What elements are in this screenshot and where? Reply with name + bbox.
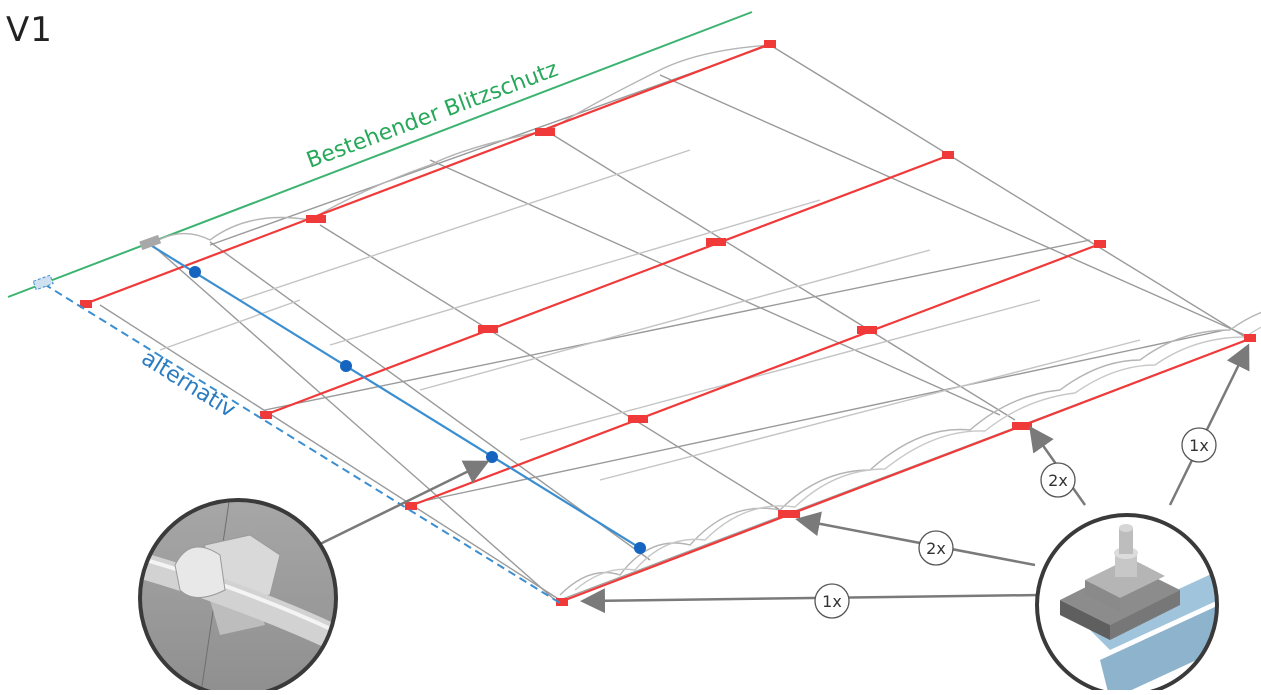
existing-lightning-label: Bestehender Blitzschutz xyxy=(303,57,561,174)
blue-conductor xyxy=(151,245,641,549)
callout-2x-right: 2x xyxy=(1040,462,1076,498)
mounting-frame xyxy=(99,44,1261,601)
callout-text: 2x xyxy=(926,539,946,558)
conductor-clip-detail xyxy=(138,498,338,695)
callout-2x-middle: 2x xyxy=(918,530,954,566)
callout-1x-right: 1x xyxy=(1181,427,1217,463)
existing-connection-box xyxy=(139,234,162,251)
callout-text: 1x xyxy=(1189,436,1209,455)
alternative-connection-box xyxy=(32,274,54,291)
callout-text: 2x xyxy=(1048,471,1068,490)
red-conductors xyxy=(81,42,1253,604)
existing-lightning-line xyxy=(7,11,753,298)
clamp-markers xyxy=(80,40,1256,606)
callout-text: 1x xyxy=(822,592,842,611)
alternative-dashed-line xyxy=(43,283,561,604)
callout-1x-bottom: 1x xyxy=(814,583,850,619)
connection-clamp-detail xyxy=(1035,513,1219,695)
diagram-title: V1 xyxy=(6,10,53,50)
blue-clip-points xyxy=(189,266,646,554)
